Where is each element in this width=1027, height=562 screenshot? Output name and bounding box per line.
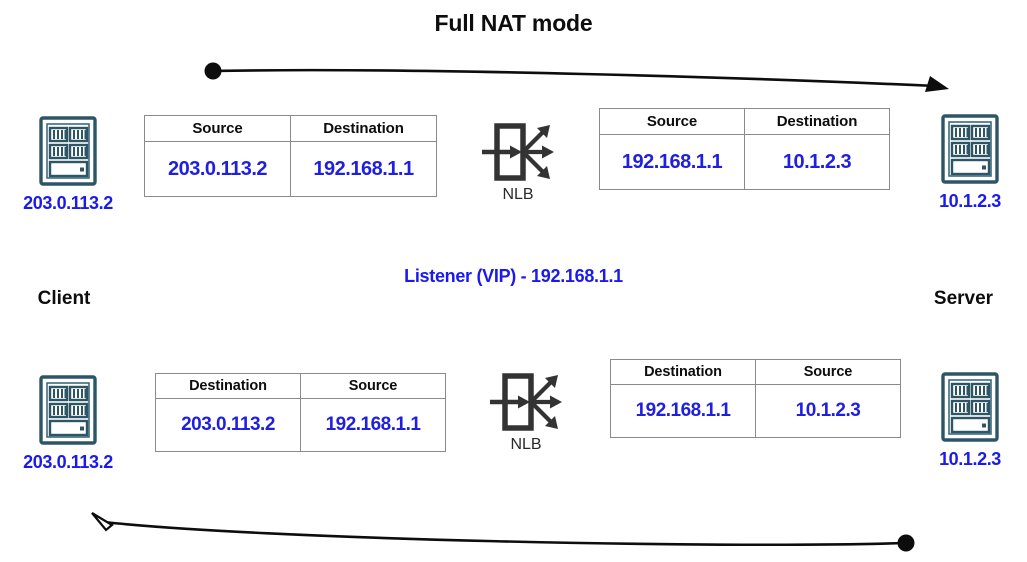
server-ip-label: 10.1.2.3 xyxy=(939,449,1001,469)
client-endpoint-top: 203.0.113.2 xyxy=(4,114,132,214)
table-row: 192.168.1.1 10.1.2.3 xyxy=(599,134,890,190)
server-role-label: Server xyxy=(933,288,994,309)
table-header-row: Destination Source xyxy=(610,359,901,385)
client-role-label: Client xyxy=(37,288,91,309)
top-flow-arrow xyxy=(204,62,949,92)
nlb-node-top: NLB xyxy=(470,122,566,204)
table-cell: 10.1.2.3 xyxy=(744,134,890,190)
column-header: Destination xyxy=(610,359,756,385)
request-server-side-table: Source Destination 192.168.1.1 10.1.2.3 xyxy=(599,108,890,190)
column-header: Source xyxy=(300,373,446,399)
server-ip-label: 10.1.2.3 xyxy=(939,191,1001,211)
column-header: Destination xyxy=(290,115,437,142)
request-client-side-table: Source Destination 203.0.113.2 192.168.1… xyxy=(144,115,437,197)
server-rack-icon xyxy=(941,372,999,442)
arrow-start-dot xyxy=(204,62,222,80)
server-rack-icon xyxy=(39,375,97,445)
arrow-start-dot xyxy=(897,534,915,552)
server-rack-icon xyxy=(941,114,999,184)
load-balancer-icon xyxy=(482,123,554,181)
arrow-end-head xyxy=(91,512,114,532)
response-client-side-table: Destination Source 203.0.113.2 192.168.1… xyxy=(155,373,446,452)
page-title: Full NAT mode xyxy=(434,10,593,36)
table-cell: 203.0.113.2 xyxy=(155,398,301,452)
client-ip-label: 203.0.113.2 xyxy=(23,452,113,472)
table-header-row: Source Destination xyxy=(144,115,437,142)
table-cell: 192.168.1.1 xyxy=(599,134,745,190)
column-header: Source xyxy=(755,359,901,385)
table-header-row: Source Destination xyxy=(599,108,890,135)
client-ip-label: 203.0.113.2 xyxy=(23,193,113,213)
table-cell: 10.1.2.3 xyxy=(755,384,901,438)
arrow-end-head xyxy=(925,76,949,92)
table-cell: 192.168.1.1 xyxy=(610,384,756,438)
table-cell: 203.0.113.2 xyxy=(144,141,291,197)
table-cell: 192.168.1.1 xyxy=(290,141,437,197)
response-server-side-table: Destination Source 192.168.1.1 10.1.2.3 xyxy=(610,359,901,438)
listener-vip-label: Listener (VIP) - 192.168.1.1 xyxy=(404,266,623,286)
load-balancer-icon xyxy=(490,373,562,431)
table-row: 203.0.113.2 192.168.1.1 xyxy=(144,141,437,197)
nlb-label: NLB xyxy=(510,436,542,453)
server-endpoint-bottom: 10.1.2.3 xyxy=(906,370,1027,470)
table-row: 192.168.1.1 10.1.2.3 xyxy=(610,384,901,438)
table-cell: 192.168.1.1 xyxy=(300,398,446,452)
server-endpoint-top: 10.1.2.3 xyxy=(906,112,1027,212)
nlb-label: NLB xyxy=(502,186,534,203)
server-rack-icon xyxy=(39,116,97,186)
table-header-row: Destination Source xyxy=(155,373,446,399)
column-header: Source xyxy=(144,115,291,142)
nlb-node-bottom: NLB xyxy=(478,372,574,454)
client-endpoint-bottom: 203.0.113.2 xyxy=(4,373,132,473)
column-header: Destination xyxy=(155,373,301,399)
bottom-flow-arrow xyxy=(91,512,915,552)
column-header: Destination xyxy=(744,108,890,135)
column-header: Source xyxy=(599,108,745,135)
table-row: 203.0.113.2 192.168.1.1 xyxy=(155,398,446,452)
